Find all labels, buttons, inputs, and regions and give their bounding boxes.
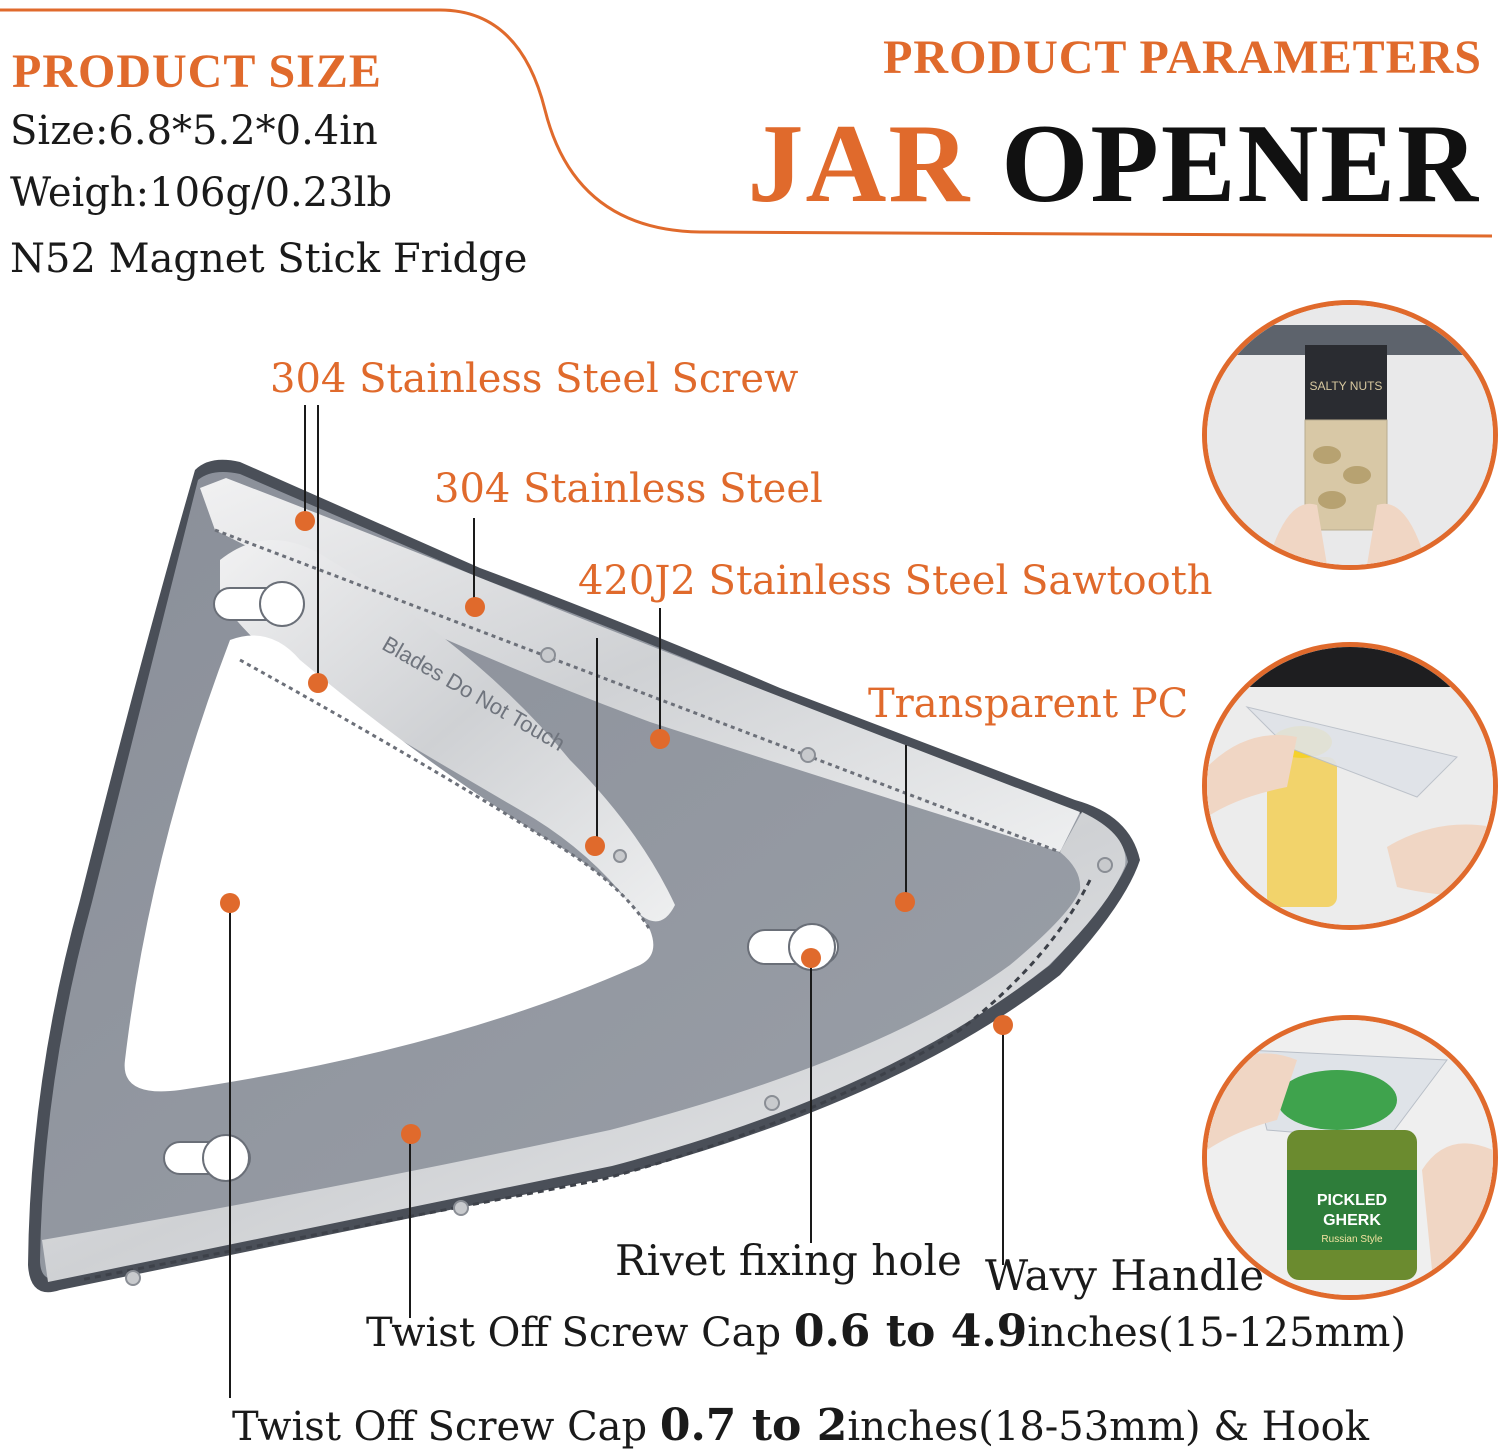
keyhole-slot-middle	[747, 923, 839, 971]
under-cabinet-illustration: SALTY NUTS	[1207, 305, 1493, 565]
cap-large-range: 0.6 to 4.9	[793, 1306, 1028, 1357]
cap-range-small: Twist Off Screw Cap 0.7 to 2inches(18-53…	[232, 1400, 1369, 1451]
label-wavy-handle: Wavy Handle	[985, 1251, 1265, 1300]
cap-large-suffix: inches(15-125mm)	[1027, 1310, 1407, 1356]
hand-use-illustration	[1207, 647, 1493, 925]
top-sawtooth-teeth	[214, 528, 1061, 854]
photo-hand-use	[1202, 642, 1498, 930]
weight-spec: Weigh:106g/0.23lb	[10, 170, 393, 216]
label-stainless-steel: 304 Stainless Steel	[434, 466, 823, 512]
product-size-title: PRODUCT SIZE	[12, 45, 382, 98]
product-name-jar: JAR	[747, 102, 972, 226]
svg-text:GHERK: GHERK	[1323, 1212, 1381, 1229]
svg-text:Russian Style: Russian Style	[1321, 1234, 1383, 1245]
marker-dots	[220, 511, 1013, 1144]
label-rivet-hole: Rivet fixing hole	[615, 1236, 962, 1285]
product-name-opener: OPENER	[1001, 102, 1480, 226]
magnet-spec: N52 Magnet Stick Fridge	[10, 236, 528, 282]
bottom-steel-strip	[42, 812, 1126, 1282]
cap-small-range: 0.7 to 2	[659, 1400, 848, 1451]
keyhole-slot-top	[213, 581, 305, 627]
cap-large-prefix: Twist Off Screw Cap	[366, 1310, 794, 1356]
label-stainless-screw: 304 Stainless Steel Screw	[270, 356, 799, 402]
size-spec: Size:6.8*5.2*0.4in	[10, 108, 378, 154]
label-sawtooth: 420J2 Stainless Steel Sawtooth	[578, 558, 1213, 604]
bottom-wavy-teeth	[79, 879, 1092, 1282]
header-divider	[0, 8, 1493, 238]
inner-window	[124, 635, 654, 1092]
svg-text:PICKLED: PICKLED	[1317, 1192, 1387, 1209]
product-parameters-title: PRODUCT PARAMETERS	[883, 31, 1482, 84]
sawtooth-blade	[220, 540, 675, 922]
rivets	[125, 647, 1113, 1286]
svg-text:SALTY NUTS: SALTY NUTS	[1310, 379, 1383, 393]
cap-small-prefix: Twist Off Screw Cap	[232, 1404, 660, 1450]
pickle-jar-illustration: PICKLED GHERK Russian Style	[1207, 1020, 1493, 1295]
cap-small-suffix: inches(18-53mm) & Hook	[847, 1404, 1369, 1450]
label-transparent-pc: Transparent PC	[868, 681, 1189, 727]
keyhole-slot-bottom	[163, 1134, 251, 1182]
cap-range-large: Twist Off Screw Cap 0.6 to 4.9inches(15-…	[366, 1306, 1406, 1357]
photo-under-cabinet-use: SALTY NUTS	[1202, 300, 1498, 570]
top-steel-strip	[200, 478, 1080, 852]
photo-pickle-jar-use: PICKLED GHERK Russian Style	[1202, 1015, 1498, 1300]
leader-lines	[229, 405, 1004, 1398]
product-name: JAR OPENER	[748, 100, 1480, 229]
